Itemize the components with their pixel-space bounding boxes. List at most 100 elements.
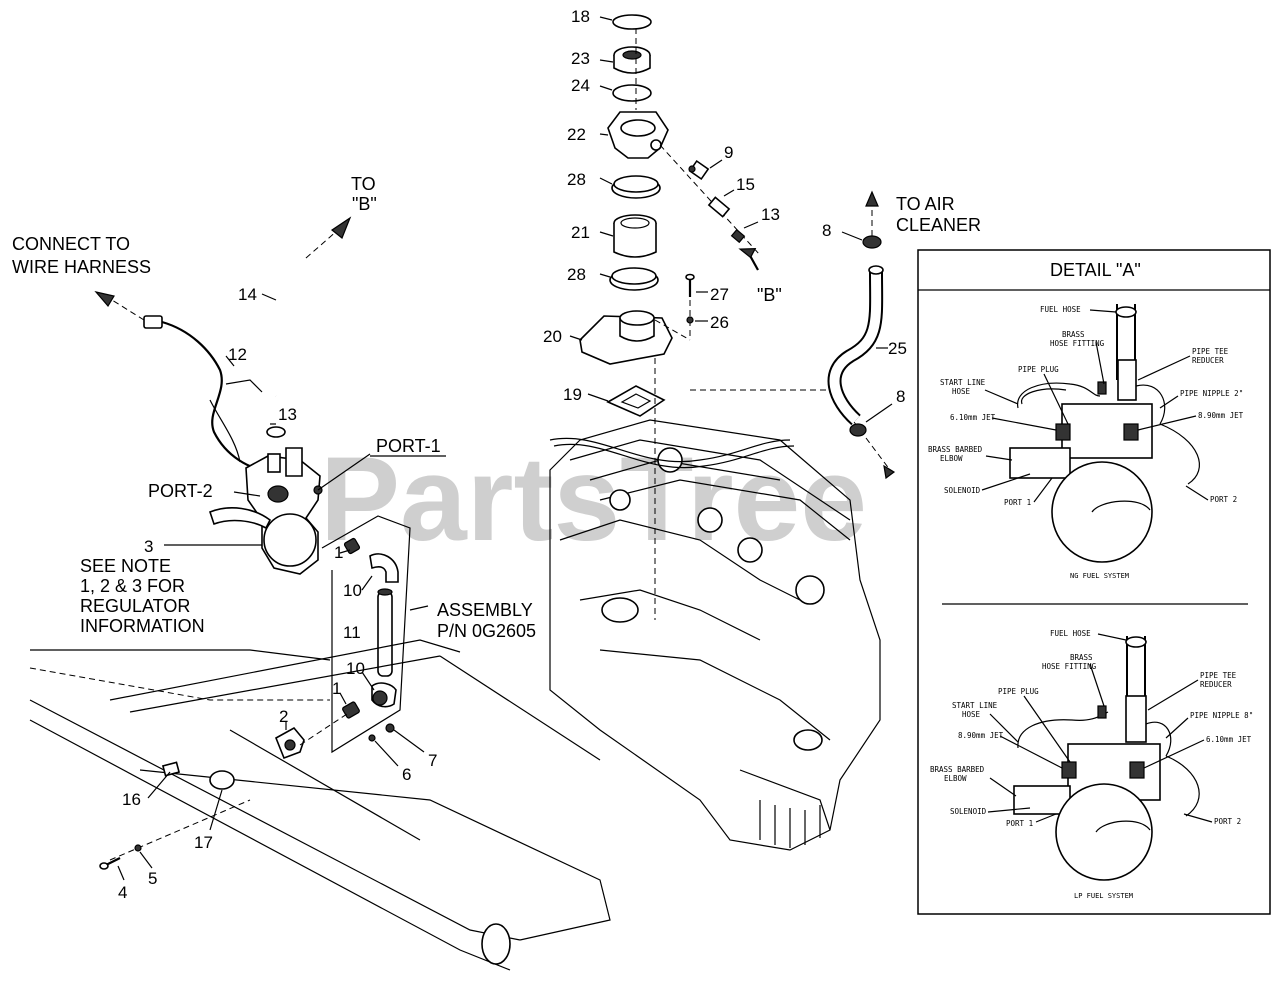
washer-26[interactable] xyxy=(686,316,694,324)
air-line1: TO AIR xyxy=(896,194,955,214)
note-line1: SEE NOTE xyxy=(80,556,171,576)
callout-1-top[interactable]: 1 xyxy=(334,543,343,562)
washer-6[interactable] xyxy=(368,734,376,742)
plug-16[interactable] xyxy=(161,761,181,777)
port2-label: PORT-2 xyxy=(148,481,213,501)
callout-24[interactable]: 24 xyxy=(571,76,590,95)
part-20-mixer[interactable] xyxy=(579,310,673,365)
lp-jet-right: 6.10mm JET xyxy=(1206,735,1252,744)
callout-21[interactable]: 21 xyxy=(571,223,590,242)
callout-1-bottom[interactable]: 1 xyxy=(332,679,341,698)
clamp-8-bottom[interactable] xyxy=(849,423,867,437)
callout-labels: 18 23 24 22 9 28 15 13 21 28 27 26 20 19… xyxy=(118,7,907,902)
callout-28-top[interactable]: 28 xyxy=(567,170,586,189)
ng-start-line-2: HOSE xyxy=(952,387,971,396)
part-21-sleeve[interactable] xyxy=(613,214,657,258)
clamp-13-top[interactable] xyxy=(730,228,746,244)
fitting-9[interactable] xyxy=(688,159,710,181)
pipe-11[interactable] xyxy=(377,588,393,677)
hose-25[interactable] xyxy=(827,265,884,426)
part-22-housing[interactable] xyxy=(607,111,669,159)
washer-5[interactable] xyxy=(134,844,142,852)
nipple-1-bottom[interactable] xyxy=(342,701,360,719)
ng-pipe-plug: PIPE PLUG xyxy=(1018,365,1059,374)
callout-10-bottom[interactable]: 10 xyxy=(346,659,365,678)
callout-7[interactable]: 7 xyxy=(428,751,437,770)
callout-17[interactable]: 17 xyxy=(194,833,213,852)
part-24-oring[interactable] xyxy=(612,84,652,102)
callout-23[interactable]: 23 xyxy=(571,49,590,68)
callout-9[interactable]: 9 xyxy=(724,143,733,162)
callout-11[interactable]: 11 xyxy=(343,623,361,642)
callout-14[interactable]: 14 xyxy=(238,285,257,304)
rail-end-hole xyxy=(481,923,511,965)
lp-fuel-hose: FUEL HOSE xyxy=(1050,629,1091,638)
clamp-13-left[interactable] xyxy=(266,426,286,438)
callout-28-bottom[interactable]: 28 xyxy=(567,265,586,284)
connect-line2: WIRE HARNESS xyxy=(12,257,151,277)
fitting-15[interactable] xyxy=(707,196,731,218)
detail-a: DETAIL "A" FUEL HOSE BRASS HOSE FITTING xyxy=(917,249,1271,915)
part-28-clamp-top[interactable] xyxy=(611,175,661,199)
b-arrow-label: "B" xyxy=(757,285,782,305)
nut-7[interactable] xyxy=(385,723,395,733)
ng-port2: PORT 2 xyxy=(1210,495,1237,504)
part-19-gasket[interactable] xyxy=(606,385,666,417)
callout-10-top[interactable]: 10 xyxy=(343,581,362,600)
bolt-4[interactable] xyxy=(99,857,121,870)
callout-18[interactable]: 18 xyxy=(571,7,590,26)
hose-14[interactable] xyxy=(269,216,352,397)
callout-16[interactable]: 16 xyxy=(122,790,141,809)
callout-2[interactable]: 2 xyxy=(279,707,288,726)
air-line2: CLEANER xyxy=(896,215,981,235)
elbow-10-top[interactable] xyxy=(369,553,399,583)
callout-8-bottom[interactable]: 8 xyxy=(896,387,905,406)
valve-2[interactable] xyxy=(274,726,305,760)
ng-start-line-1: START LINE xyxy=(940,378,986,387)
wire-harness-12[interactable] xyxy=(94,291,269,472)
nipple-1-top[interactable] xyxy=(343,537,361,555)
part-23-cap[interactable] xyxy=(613,46,651,74)
note-line3: REGULATOR xyxy=(80,596,190,616)
lp-pipe-tee-1: PIPE TEE xyxy=(1200,671,1237,680)
assembly-line2: P/N 0G2605 xyxy=(437,621,536,641)
regulator-3[interactable] xyxy=(209,447,323,575)
lp-labels: FUEL HOSE BRASS HOSE FITTING PIPE TEE RE… xyxy=(930,629,1253,900)
frame-rail xyxy=(29,639,611,971)
callout-15[interactable]: 15 xyxy=(736,175,755,194)
callout-13-left[interactable]: 13 xyxy=(278,405,297,424)
callout-8-top[interactable]: 8 xyxy=(822,221,831,240)
ng-caption: NG FUEL SYSTEM xyxy=(1070,572,1129,580)
callout-5[interactable]: 5 xyxy=(148,869,157,888)
callout-27[interactable]: 27 xyxy=(710,285,729,304)
callout-12[interactable]: 12 xyxy=(228,345,247,364)
callout-25[interactable]: 25 xyxy=(888,339,907,358)
lp-start-line-1: START LINE xyxy=(952,701,998,710)
callout-19[interactable]: 19 xyxy=(563,385,582,404)
callout-13-top[interactable]: 13 xyxy=(761,205,780,224)
callout-20[interactable]: 20 xyxy=(543,327,562,346)
part-28-clamp-bottom[interactable] xyxy=(609,267,659,291)
screw-27[interactable] xyxy=(685,273,695,298)
top-stack xyxy=(569,14,691,620)
callout-3[interactable]: 3 xyxy=(144,537,153,556)
ng-port1: PORT 1 xyxy=(1004,498,1031,507)
lp-pipe-tee-2: REDUCER xyxy=(1200,680,1232,689)
ng-brass-1: BRASS xyxy=(1062,330,1085,339)
lp-port2: PORT 2 xyxy=(1214,817,1241,826)
elbow-10-bottom[interactable] xyxy=(371,682,397,708)
lp-pipe-plug: PIPE PLUG xyxy=(998,687,1039,696)
to-b-line1: TO xyxy=(351,174,376,194)
callout-22[interactable]: 22 xyxy=(567,125,586,144)
part-18-oring[interactable] xyxy=(612,14,652,30)
fitting-chain xyxy=(659,144,761,271)
callout-6[interactable]: 6 xyxy=(402,765,411,784)
callout-4[interactable]: 4 xyxy=(118,883,127,902)
ng-fuel-system-drawing xyxy=(1009,304,1200,563)
clamp-8-top[interactable] xyxy=(862,235,882,249)
callout-26[interactable]: 26 xyxy=(710,313,729,332)
lp-barbed-1: BRASS BARBED xyxy=(930,765,985,774)
note-line2: 1, 2 & 3 FOR xyxy=(80,576,185,596)
lp-start-line-2: HOSE xyxy=(962,710,981,719)
assembly-line1: ASSEMBLY xyxy=(437,600,533,620)
